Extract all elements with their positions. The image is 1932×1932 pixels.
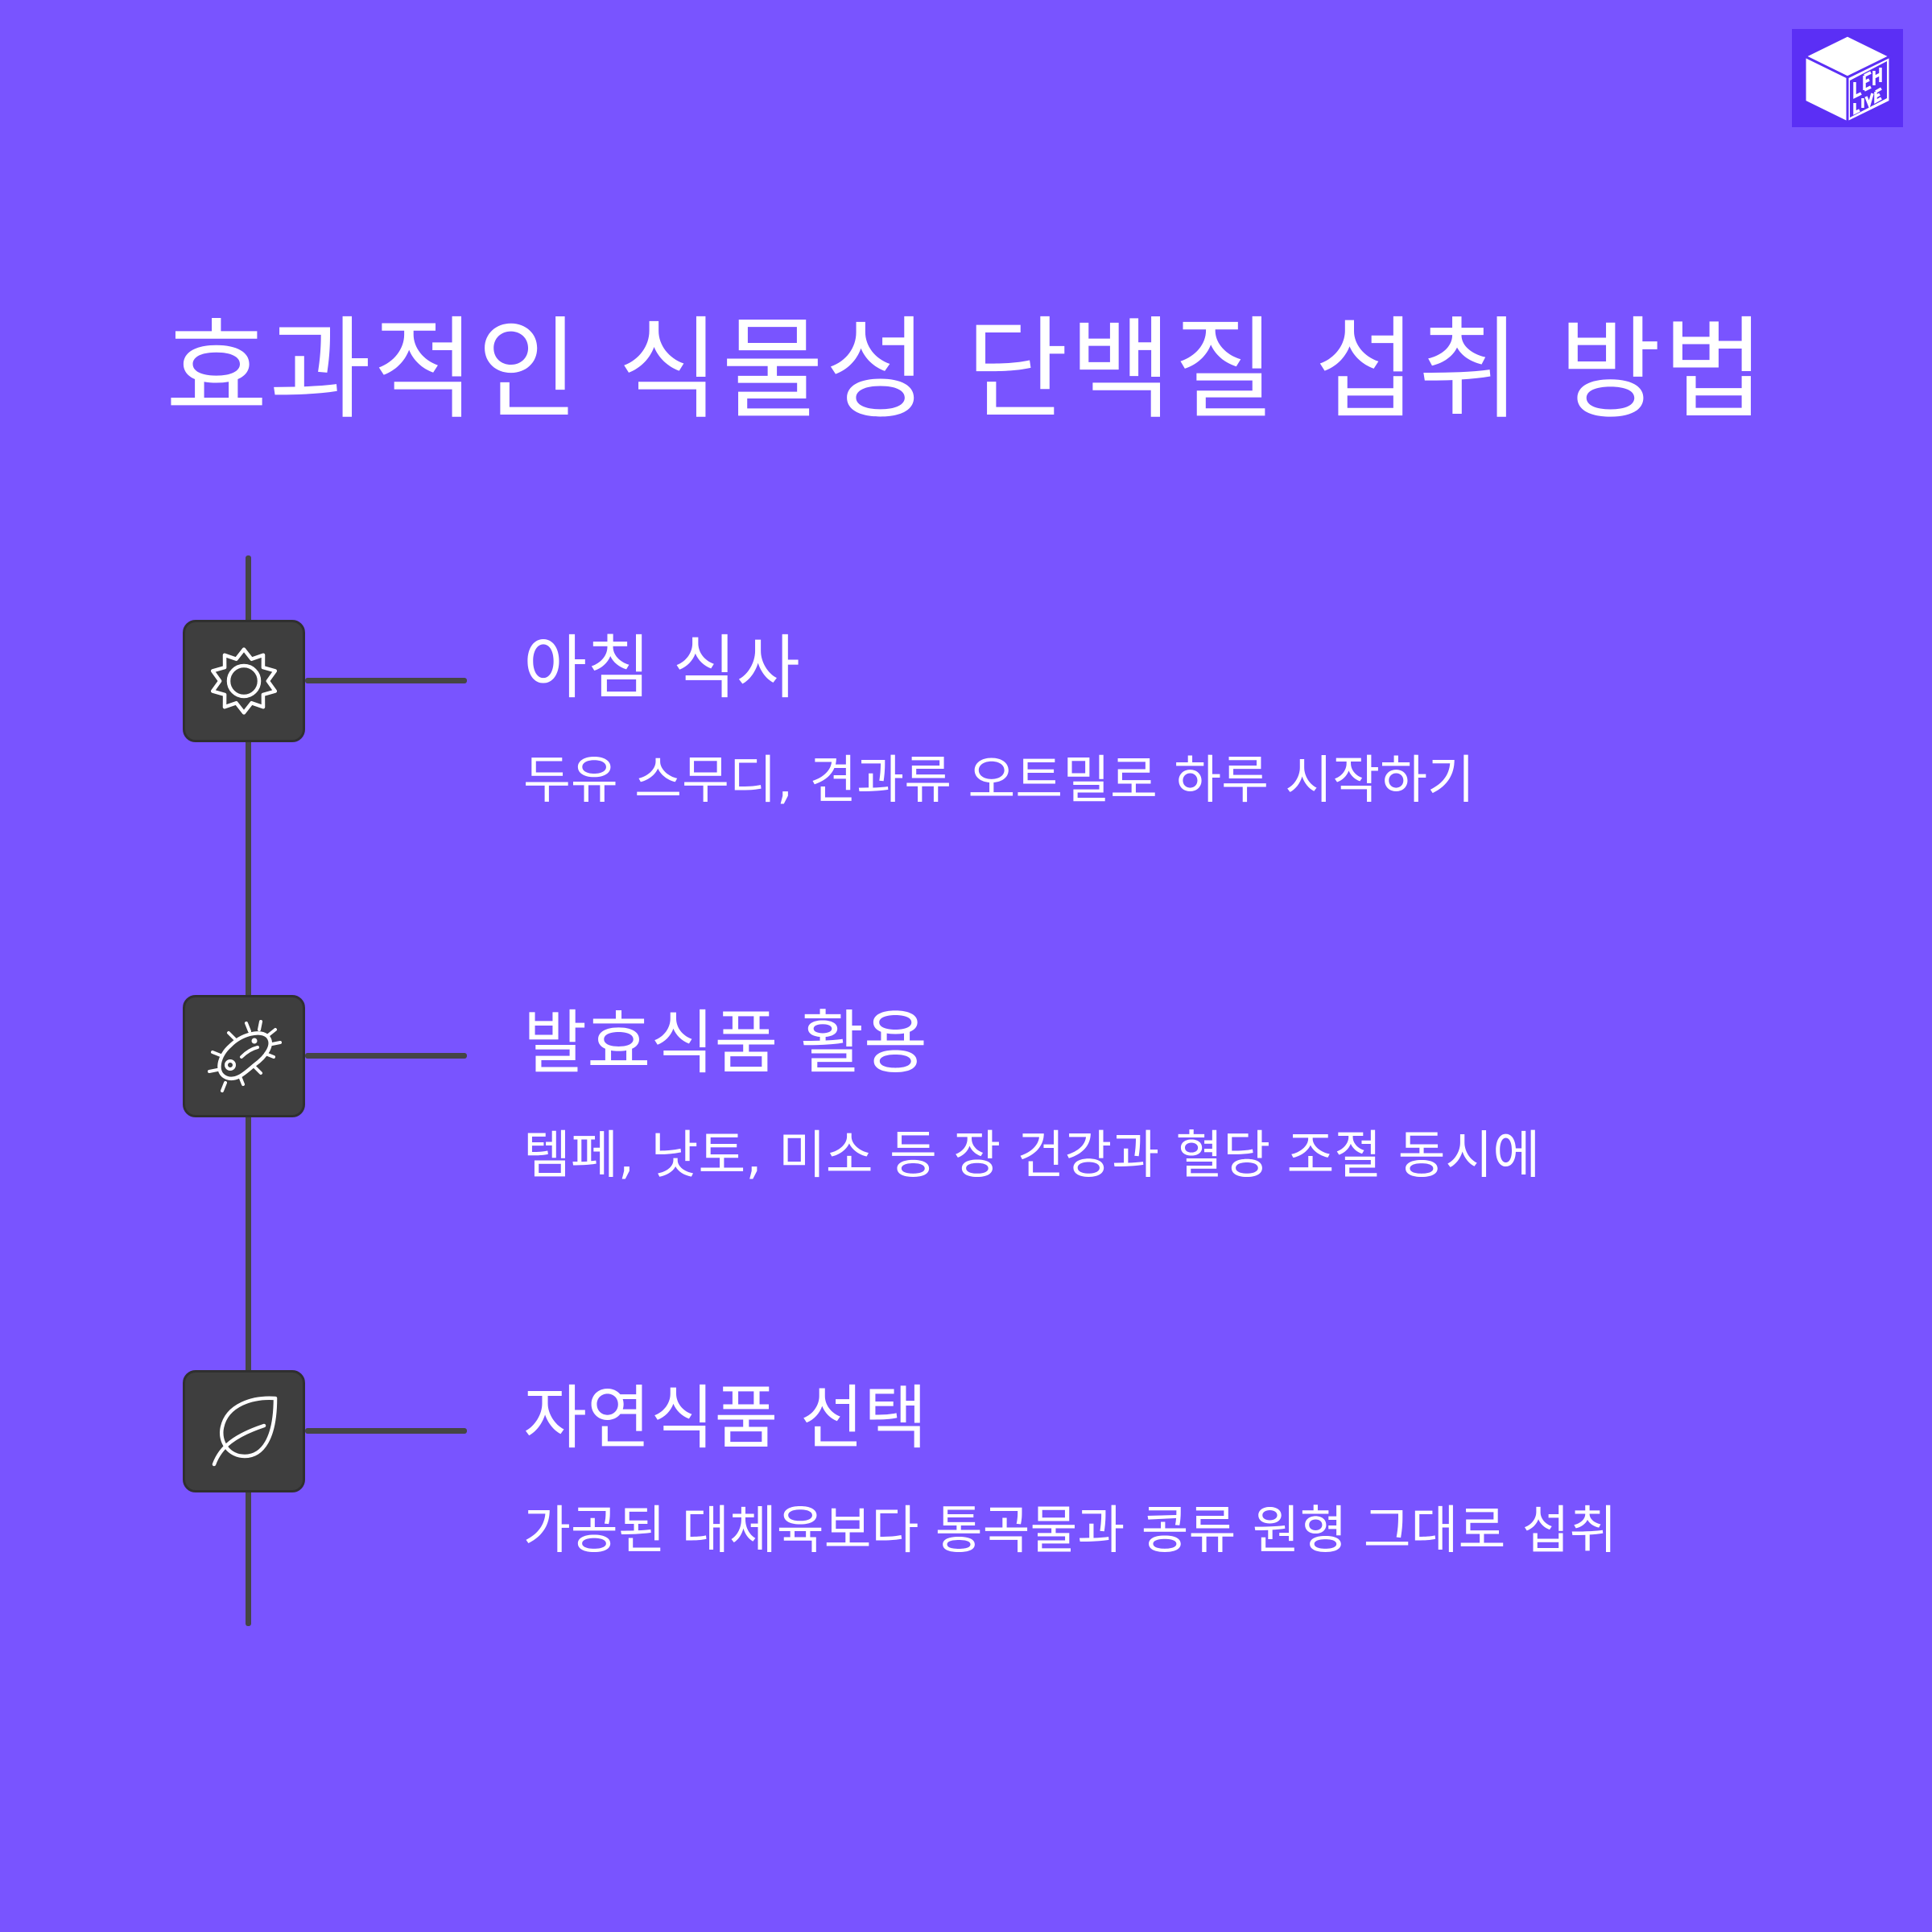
step-fermented-food: 발효식품 활용 템페, 낫토, 미소 등 장 건강과 혈당 조절 동시에 xyxy=(0,995,1932,1236)
step-icon-box xyxy=(183,1370,305,1492)
step-connector xyxy=(305,1428,467,1434)
page-title: 효과적인 식물성 단백질 섭취 방법 xyxy=(165,305,1767,435)
step-description: 템페, 낫토, 미소 등 장 건강과 혈당 조절 동시에 xyxy=(523,1126,1541,1186)
step-connector xyxy=(305,678,467,683)
step-breakfast: 아침 식사 두유 스무디, 견과류 오트밀로 하루 시작하기 xyxy=(0,620,1932,861)
step-connector xyxy=(305,1053,467,1059)
step-description: 두유 스무디, 견과류 오트밀로 하루 시작하기 xyxy=(523,751,1475,811)
step-description: 가공된 대체육보다 통곡물과 콩류 원형 그대로 섭취 xyxy=(523,1501,1617,1561)
step-icon-box xyxy=(183,620,305,742)
step-title: 아침 식사 xyxy=(523,628,800,708)
sun-icon xyxy=(210,647,278,715)
step-whole-food: 자연식품 선택 가공된 대체육보다 통곡물과 콩류 원형 그대로 섭취 xyxy=(0,1370,1932,1612)
step-icon-box xyxy=(183,995,305,1117)
bacteria-icon xyxy=(208,1020,282,1092)
step-title: 자연식품 선택 xyxy=(523,1378,928,1459)
step-title: 발효식품 활용 xyxy=(523,1003,928,1084)
brand-logo xyxy=(1792,29,1903,127)
lehu-live-cube-logo-icon xyxy=(1802,34,1893,125)
leaf-icon xyxy=(212,1396,278,1467)
